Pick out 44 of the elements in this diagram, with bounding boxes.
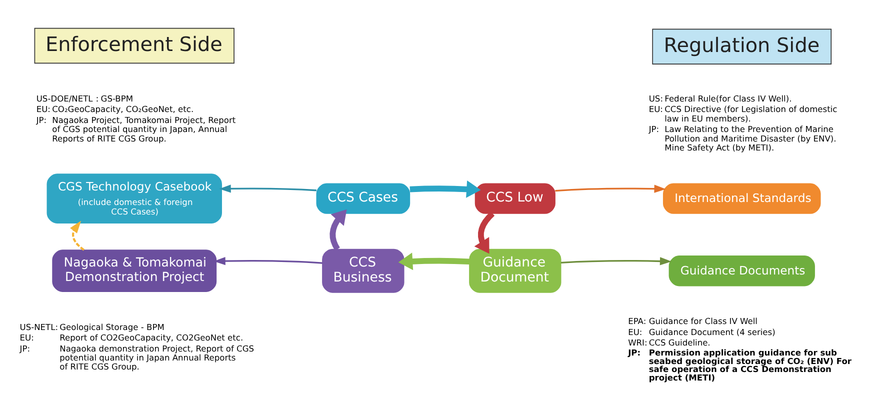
node-box: CGS Technology Casebook (include domestic & foreign CCS Cases) xyxy=(46,173,222,223)
arrow xyxy=(555,184,666,192)
node-box: CCS Cases xyxy=(316,182,410,214)
label: Guidance Document (4 series) xyxy=(648,326,776,336)
arrow xyxy=(474,210,495,254)
arrow xyxy=(398,252,470,270)
label: Federal Rule(for Class IV Well). xyxy=(664,92,792,103)
arrow xyxy=(70,220,85,250)
arrow xyxy=(219,184,316,192)
node-box: Guidance Document xyxy=(469,248,562,292)
node-box: CCS Business xyxy=(322,248,404,292)
label: EPA: xyxy=(628,315,646,326)
label: Report of CO2GeoCapacity, CO2GeoNet etc. xyxy=(60,332,244,342)
label: EU: xyxy=(36,104,50,114)
arrow xyxy=(560,256,672,265)
arrow xyxy=(410,180,481,198)
label: WRI: xyxy=(628,337,648,348)
node-box: Nagaoka & Tomakomai Demonstration Project xyxy=(52,249,217,292)
arrow xyxy=(214,256,322,265)
label: JP: xyxy=(628,347,641,358)
arrow xyxy=(330,208,347,250)
label: EU: xyxy=(20,332,34,342)
node-box: Enforcement Side xyxy=(34,27,234,64)
label: JP: xyxy=(20,342,30,353)
label: Nagaoka Project, Tomakomai Project, Report of CGS potential quantity in Japan, Annual Reports of RITE CGS Group. xyxy=(52,114,236,143)
node-box: Guidance Documents xyxy=(668,254,815,286)
label: JP: xyxy=(36,114,47,124)
node-box: International Standards xyxy=(662,182,821,214)
label: Geological Storage - BPM xyxy=(60,321,164,332)
node-box: Regulation Side xyxy=(652,28,832,64)
label: US-DOE/NETL：GS-BPM xyxy=(36,92,134,103)
label: CCS Directive (for Legislation of domestic law in EU members). xyxy=(664,104,838,123)
label: JP: xyxy=(648,124,660,134)
label: US-NETL: xyxy=(20,321,58,332)
label: Nagaoka demonstration Project, Report of CGS potential quantity in Japan Annual Reports of RITE CGS Group. xyxy=(60,342,254,372)
label: CO₂GeoCapacity, CO₂GeoNet, etc. xyxy=(52,104,194,114)
label: Guidance for Class IV Well xyxy=(648,315,758,326)
label: US: xyxy=(648,92,663,103)
label: EU: xyxy=(648,104,663,114)
label: EU: xyxy=(628,326,642,336)
node-box: CCS Low xyxy=(474,182,556,214)
label: CCS Guideline. xyxy=(648,337,710,348)
label: Law Relating to the Prevention of Marine Pollution and Maritime Disaster (by ENV). Mine Safety Act (by METI). xyxy=(664,124,836,152)
label: Permission application guidance for sub seabed geological storage of CO₂ (ENV) For safe operation of a CCS Demonstration project (METI) xyxy=(648,347,852,382)
